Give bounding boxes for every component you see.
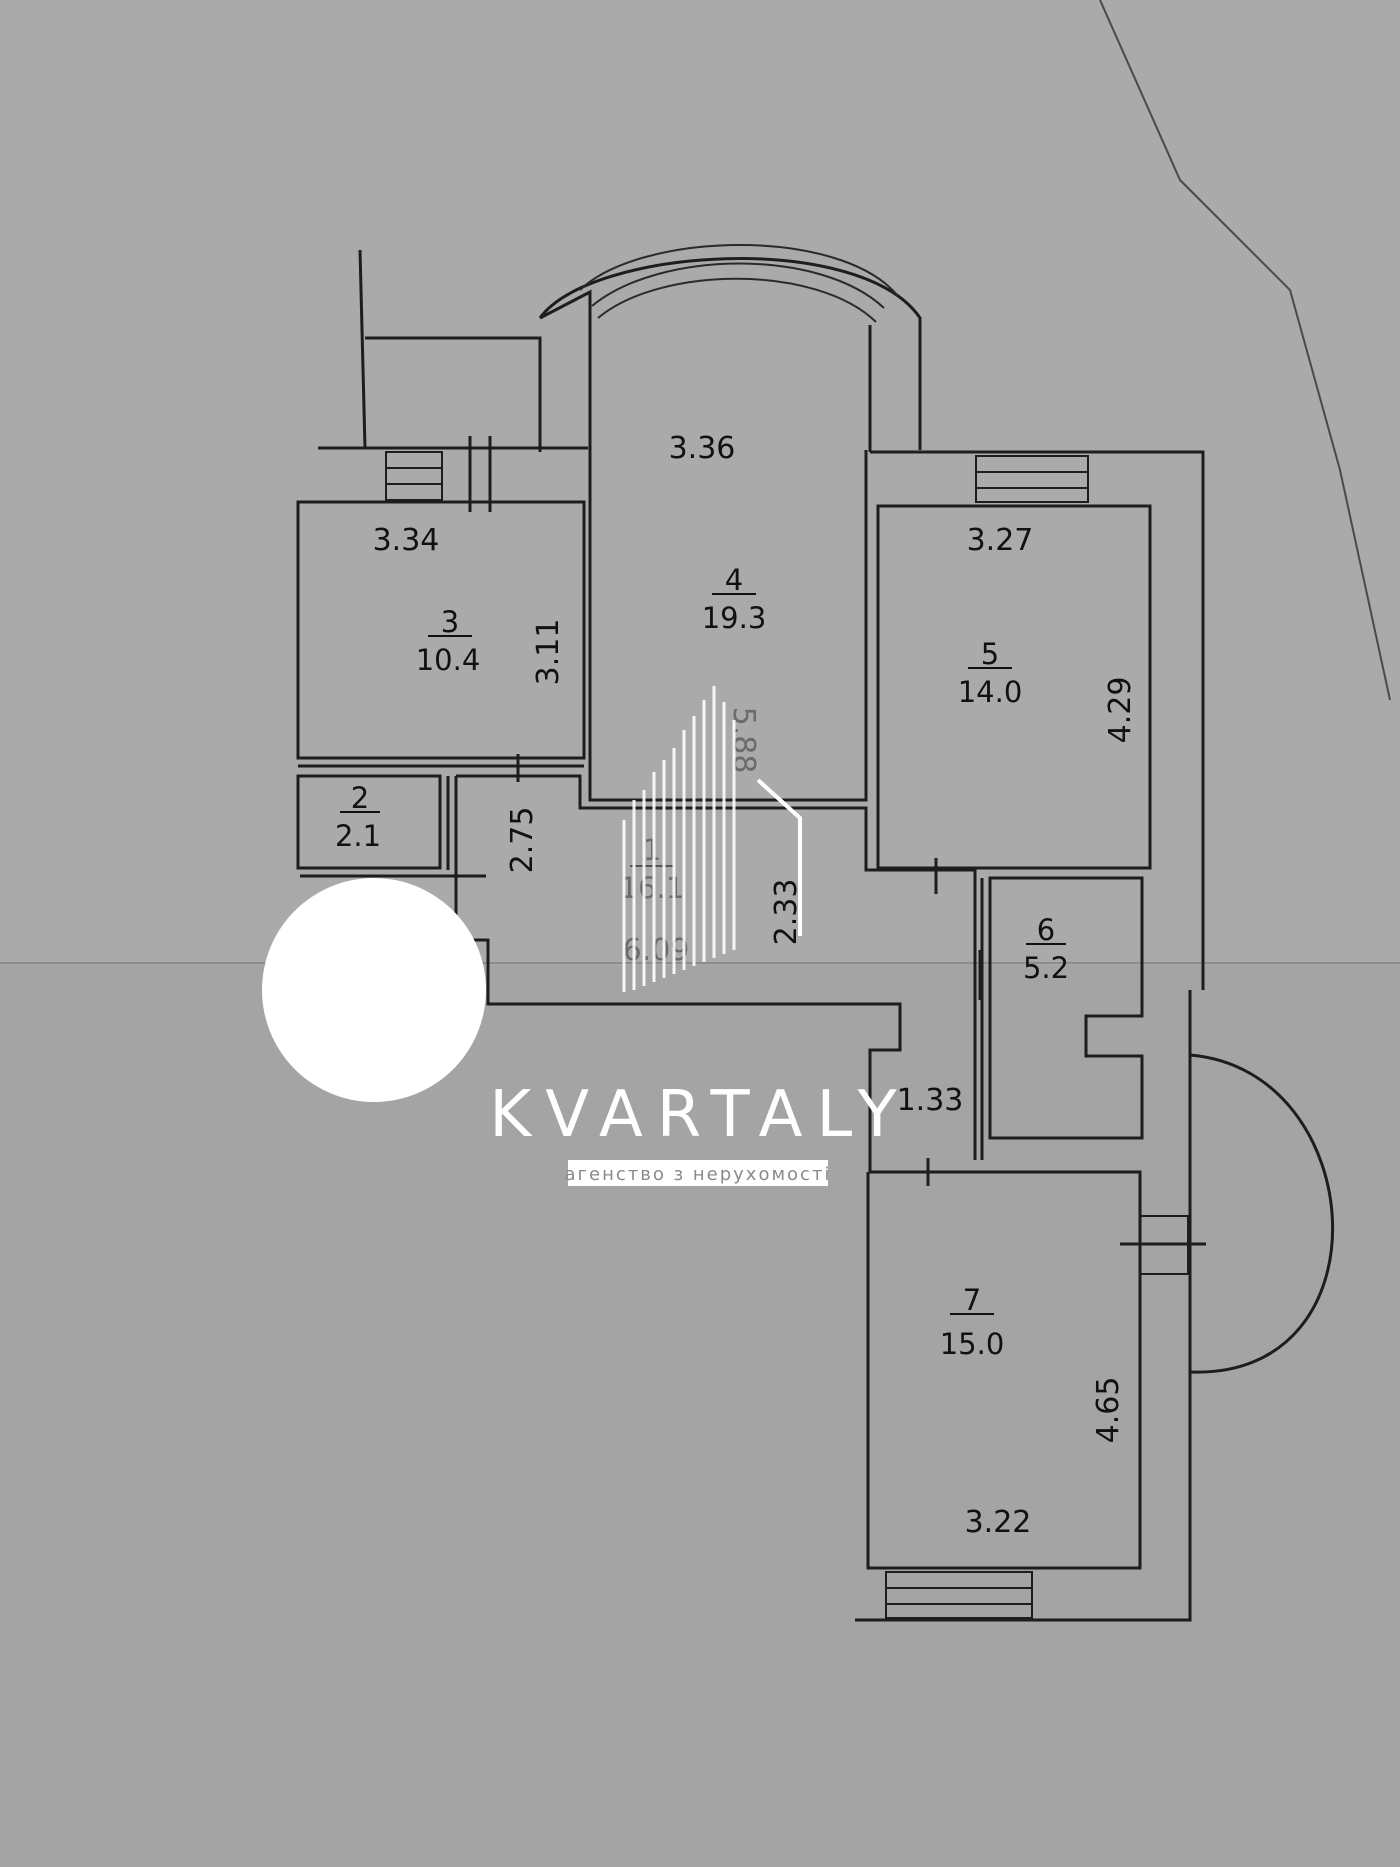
room-labels: 3 10.4 4 19.3 5 14.0 2 2.1 1 16.1 6 5.2 … <box>335 563 1069 1361</box>
room-5-area: 14.0 <box>958 675 1023 709</box>
room-6 <box>980 876 1144 1160</box>
room-3 <box>296 500 586 768</box>
watermark: KVARTALY агенство з нерухомості <box>489 686 910 1186</box>
outer-walls <box>855 450 1335 1622</box>
room-5-number: 5 <box>981 637 999 671</box>
room-2-area: 2.1 <box>335 819 381 853</box>
room-7-number: 7 <box>963 1283 981 1317</box>
room-4-number: 4 <box>725 563 743 597</box>
dim-room7-width: 3.22 <box>965 1505 1032 1540</box>
dim-room5-width: 3.27 <box>967 523 1034 558</box>
door-markers <box>446 754 982 1186</box>
room-4-area: 19.3 <box>702 601 767 635</box>
room-7 <box>866 1160 1206 1619</box>
bay-window <box>538 244 922 452</box>
room-3-area: 10.4 <box>416 643 481 677</box>
room-6-area: 5.2 <box>1023 951 1069 985</box>
room-7-area: 15.0 <box>940 1327 1005 1361</box>
watermark-tagline: агенство з нерухомості <box>565 1164 832 1185</box>
dim-room5-depth: 4.29 <box>1103 677 1138 744</box>
paper-edge-line <box>1099 0 1391 701</box>
room-4 <box>588 450 868 802</box>
balcony-left <box>318 249 588 512</box>
dim-hall-depth-a: 2.75 <box>505 807 540 874</box>
dim-room3-depth: 3.11 <box>531 619 566 686</box>
room-3-number: 3 <box>441 605 459 639</box>
redaction-circle <box>262 878 486 1102</box>
watermark-tagline-box <box>568 1160 828 1186</box>
room-1-number: 1 <box>643 833 661 867</box>
dim-corridor-width: 1.33 <box>897 1083 964 1118</box>
dim-room4-depth: 5.88 <box>726 707 761 774</box>
dim-room4-width: 3.36 <box>669 431 736 466</box>
dim-room7-depth: 4.65 <box>1091 1377 1126 1444</box>
watermark-logo-bars <box>622 686 736 992</box>
watermark-logo-roof <box>756 778 802 936</box>
room-5 <box>876 504 1152 870</box>
door-swing-arc <box>1189 1053 1335 1374</box>
dimension-labels: 3.34 3.11 3.36 5.88 3.27 4.29 2.75 2.33 … <box>373 431 1138 1540</box>
watermark-brand: KVARTALY <box>489 1078 910 1152</box>
room-6-number: 6 <box>1037 913 1055 947</box>
room-2-number: 2 <box>351 781 369 815</box>
dim-room3-width: 3.34 <box>373 523 440 558</box>
